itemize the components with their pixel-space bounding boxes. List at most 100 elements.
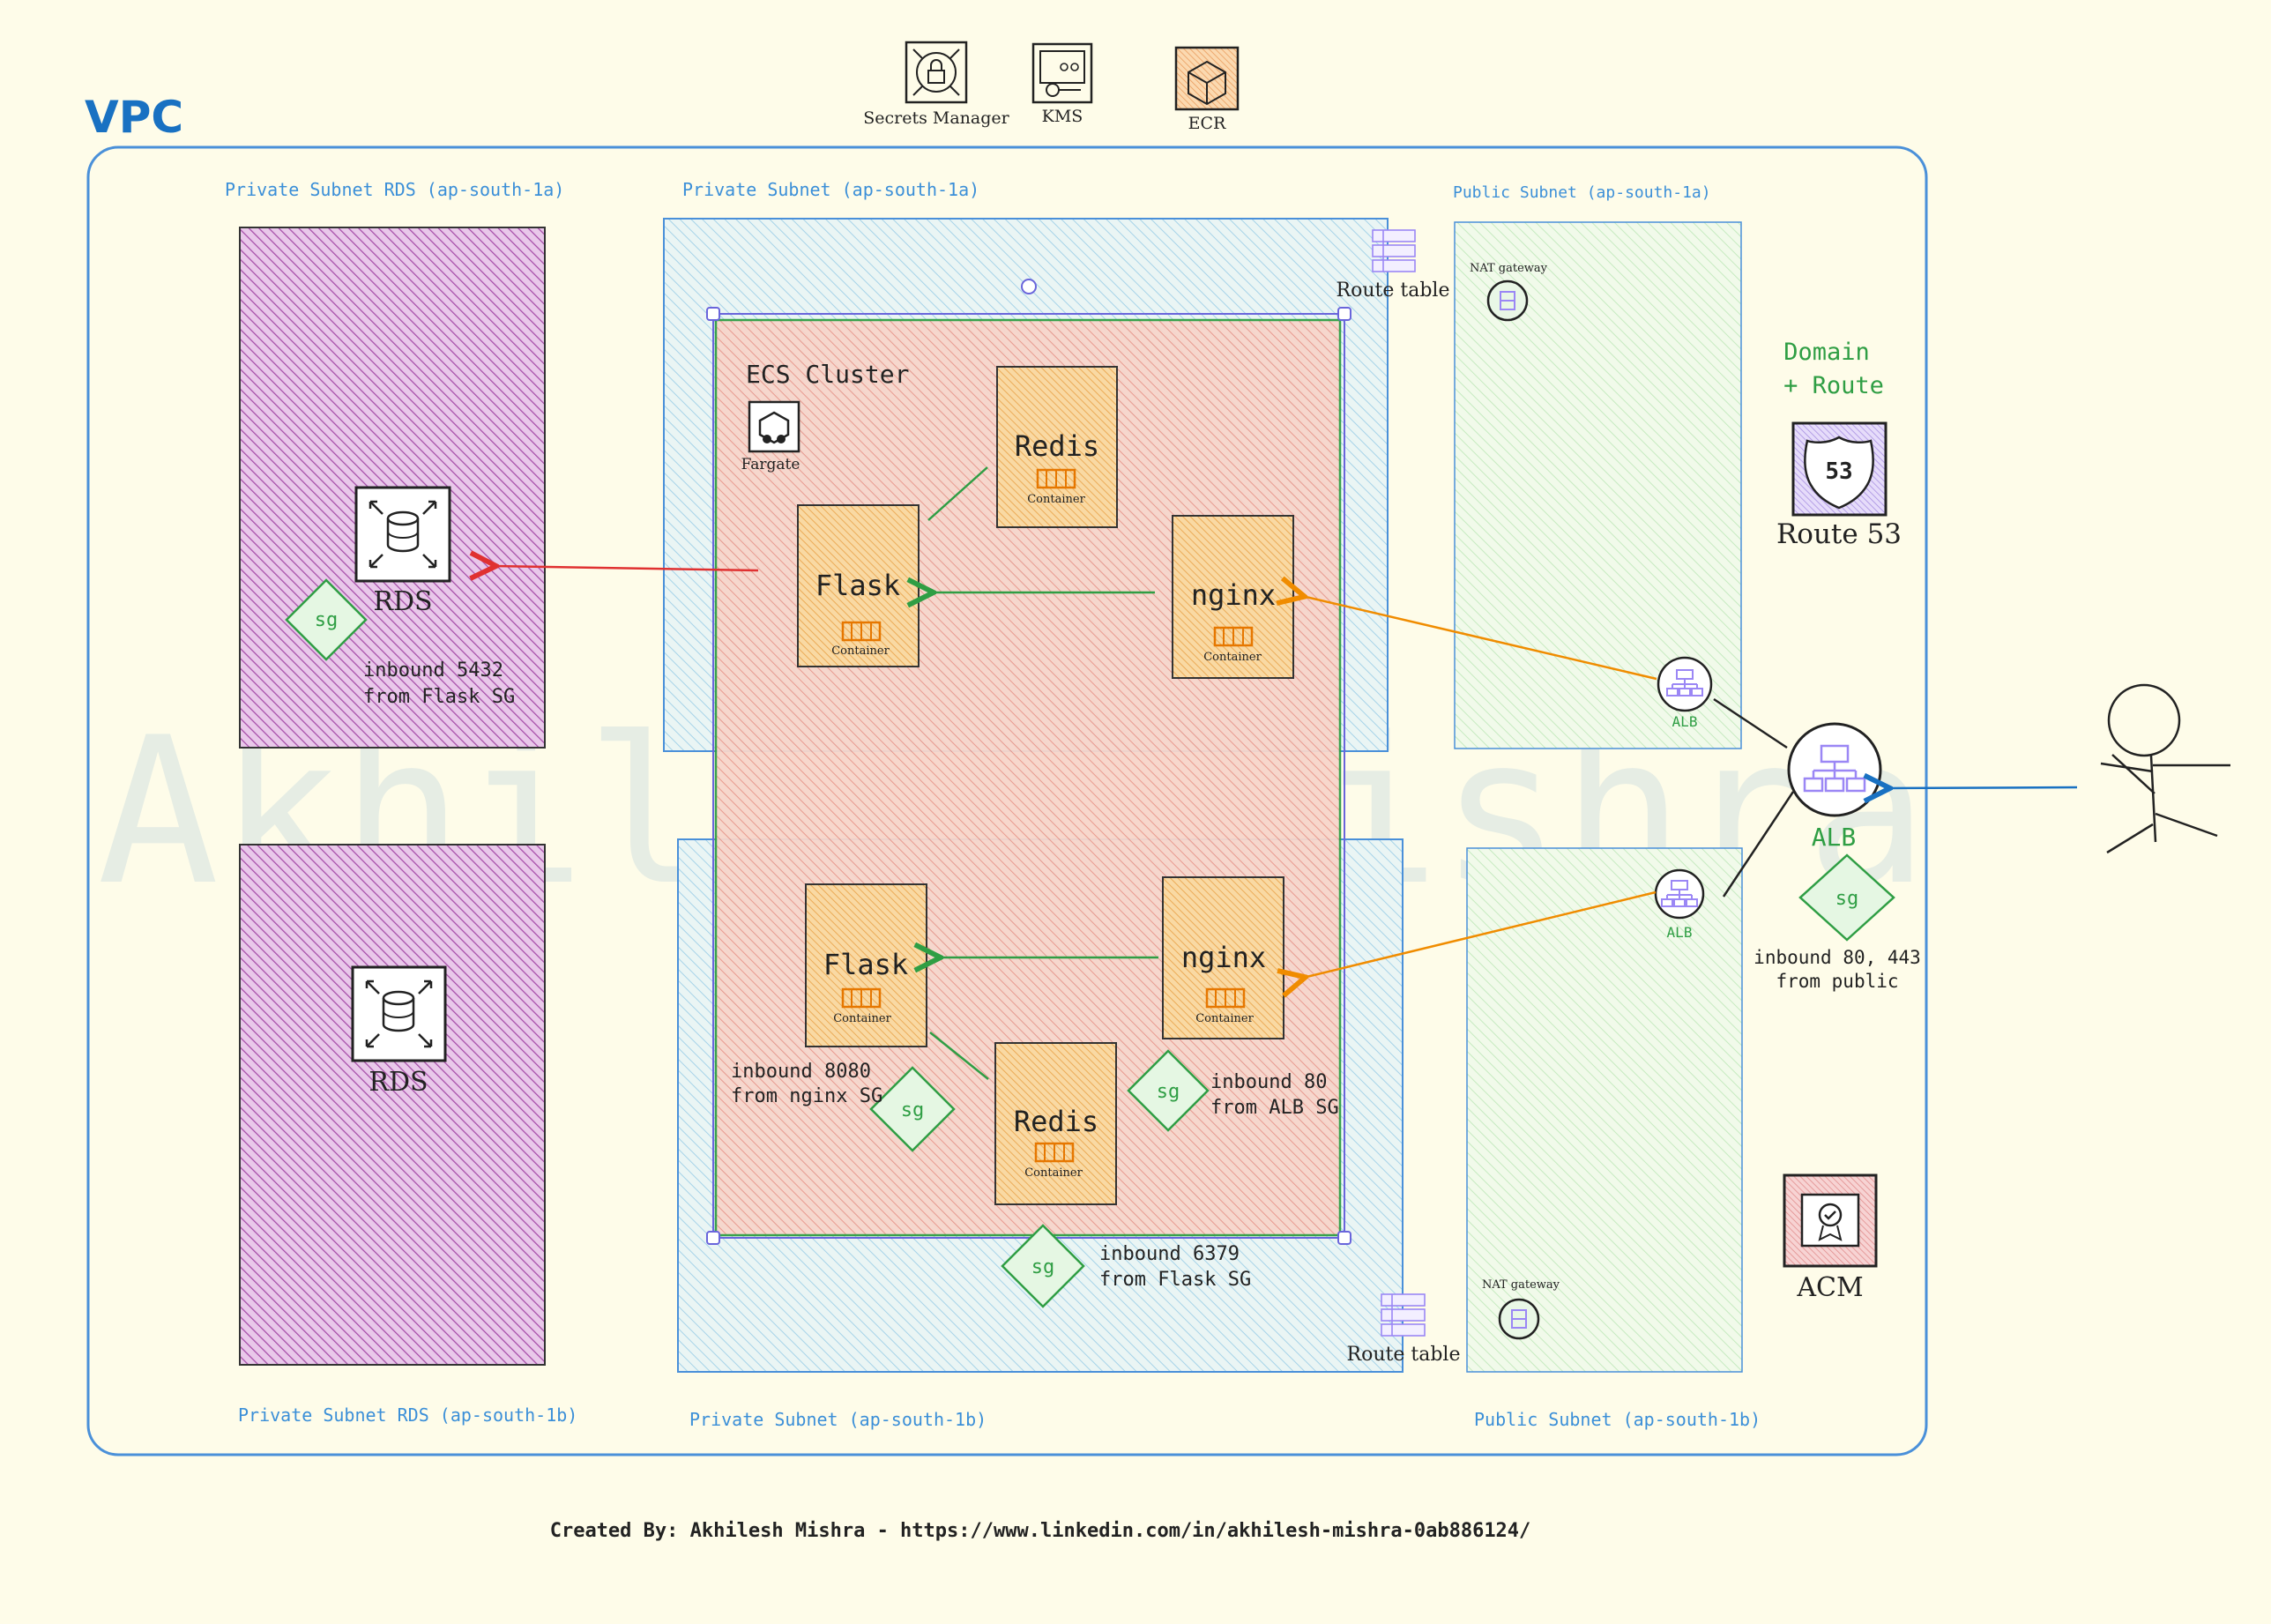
route-table-label-bottom: Route table [1347,1344,1461,1366]
nat-gateway-icon-top [1486,279,1529,322]
subnet-label-private-rds-1b: Private Subnet RDS (ap-south-1b) [238,1404,577,1426]
sg-label: sg [1031,1256,1055,1278]
line-flask-to-redis-bottom [929,1032,989,1080]
alb-node-icon-bottom [1654,868,1705,920]
container-sub-label: Container [833,1012,891,1025]
alb-node-label-top: ALB [1672,713,1698,730]
secrets-manager-icon [905,41,968,104]
acm-icon [1783,1173,1878,1268]
container-sub-label: Container [831,644,890,658]
vpc-title: VPC [85,92,183,143]
container-sub-label: Container [1203,651,1262,664]
sg-rule-nginx-line1: inbound 80 [1210,1071,1327,1093]
secrets-manager-label: Secrets Manager [863,108,1009,128]
arrow-alb-to-nginx-bottom [1303,890,1657,978]
container-sub-label: Container [1024,1166,1083,1180]
sg-label: sg [901,1099,925,1121]
container-icon [1036,468,1076,489]
container-sub-label: Container [1195,1012,1254,1025]
footer-credit: Created By: Akhilesh Mishra - https://ww… [550,1520,1531,1542]
sg-rule-redis-line1: inbound 6379 [1099,1243,1240,1265]
container-title: nginx [1191,578,1276,612]
route53-number: 53 [1825,458,1852,485]
sg-rule-flask-line2: from nginx SG [731,1085,882,1107]
sg-rule-flask-line1: inbound 8080 [731,1061,871,1083]
container-icon [1213,626,1254,647]
vpc-boundary [86,145,1928,1456]
acm-label: ACM [1796,1272,1863,1303]
nginx-container-top: nginx Container [1172,515,1294,679]
sg-rule-rds-line2: from Flask SG [363,686,515,708]
subnet-label-private-1b: Private Subnet (ap-south-1b) [689,1409,987,1430]
route-table-label-top: Route table [1337,279,1450,302]
rds-label-bottom: RDS [369,1067,428,1098]
nginx-container-bottom: nginx Container [1162,876,1284,1039]
fargate-icon [748,400,800,453]
flask-container-top: Flask Container [797,504,920,667]
container-icon [1034,1142,1075,1163]
alb-main-label: ALB [1812,823,1857,852]
container-icon [1205,987,1246,1009]
sg-rule-redis-line2: from Flask SG [1099,1269,1251,1291]
container-icon [841,621,882,642]
alb-main-icon [1787,722,1882,817]
ecr-icon [1174,46,1240,111]
nat-gateway-label-bottom: NAT gateway [1482,1278,1560,1292]
sg-badge-alb: sg [1798,853,1895,942]
subnet-label-private-1a: Private Subnet (ap-south-1a) [682,179,979,200]
user-icon [2100,683,2230,854]
route-table-icon-bottom [1381,1293,1426,1337]
domain-title-line2: + Route [1783,372,1884,399]
sg-rule-rds-line1: inbound 5432 [363,659,503,682]
route53-icon: 53 [1791,421,1888,517]
rds-icon-bottom [351,965,447,1062]
sg-rule-alb-line2: from public [1776,971,1898,992]
sg-rule-alb-line1: inbound 80, 443 [1754,947,1921,968]
kms-icon [1031,42,1093,104]
ecs-selection-frame [712,313,1345,1239]
container-title: Flask [815,569,900,602]
sg-badge-flask: sg [869,1066,956,1152]
subnet-label-private-rds-1a: Private Subnet RDS (ap-south-1a) [225,179,564,200]
line-alb-to-alb-node-bottom [1722,791,1795,898]
route53-label: Route 53 [1776,518,1902,550]
line-alb-to-alb-node-top [1713,697,1788,749]
arrow-user-to-alb [1888,787,2078,788]
fargate-label: Fargate [741,456,800,473]
private-subnet-rds-1b [239,844,546,1366]
flask-container-bottom: Flask Container [805,883,927,1047]
rds-label-top: RDS [373,586,432,617]
public-subnet-1b [1466,847,1743,1373]
nat-gateway-label-top: NAT gateway [1470,262,1548,275]
nat-gateway-icon-bottom [1498,1298,1540,1340]
domain-title-line1: Domain [1783,339,1870,366]
subnet-label-public-1b: Public Subnet (ap-south-1b) [1474,1409,1761,1430]
sg-label: sg [1157,1081,1180,1103]
sg-label: sg [1835,888,1859,910]
arrow-alb-to-nginx-top [1302,596,1657,681]
ecr-label: ECR [1188,114,1226,133]
rds-icon-top [354,486,451,583]
redis-container-bottom: Redis Container [994,1042,1117,1205]
container-title: Redis [1014,1105,1098,1138]
sg-badge-nginx: sg [1127,1049,1210,1132]
container-title: Redis [1015,429,1099,463]
container-title: Flask [823,948,908,981]
sg-label: sg [315,609,339,631]
arrow-flask-to-rds [494,566,759,570]
line-flask-to-redis-top [927,466,988,521]
sg-badge-redis: sg [1001,1224,1085,1308]
selection-handles [706,279,1351,1245]
ecs-cluster-title: ECS Cluster [746,360,909,389]
alb-node-icon-top [1657,656,1713,712]
kms-label: KMS [1042,107,1083,126]
container-icon [841,987,882,1009]
subnet-label-public-1a: Public Subnet (ap-south-1a) [1453,183,1711,202]
container-title: nginx [1181,941,1266,974]
sg-badge-rds: sg [285,578,368,661]
route-table-icon-top [1372,229,1416,272]
redis-container-top: Redis Container [996,366,1118,528]
container-sub-label: Container [1027,493,1085,506]
alb-node-label-bottom: ALB [1667,924,1693,941]
